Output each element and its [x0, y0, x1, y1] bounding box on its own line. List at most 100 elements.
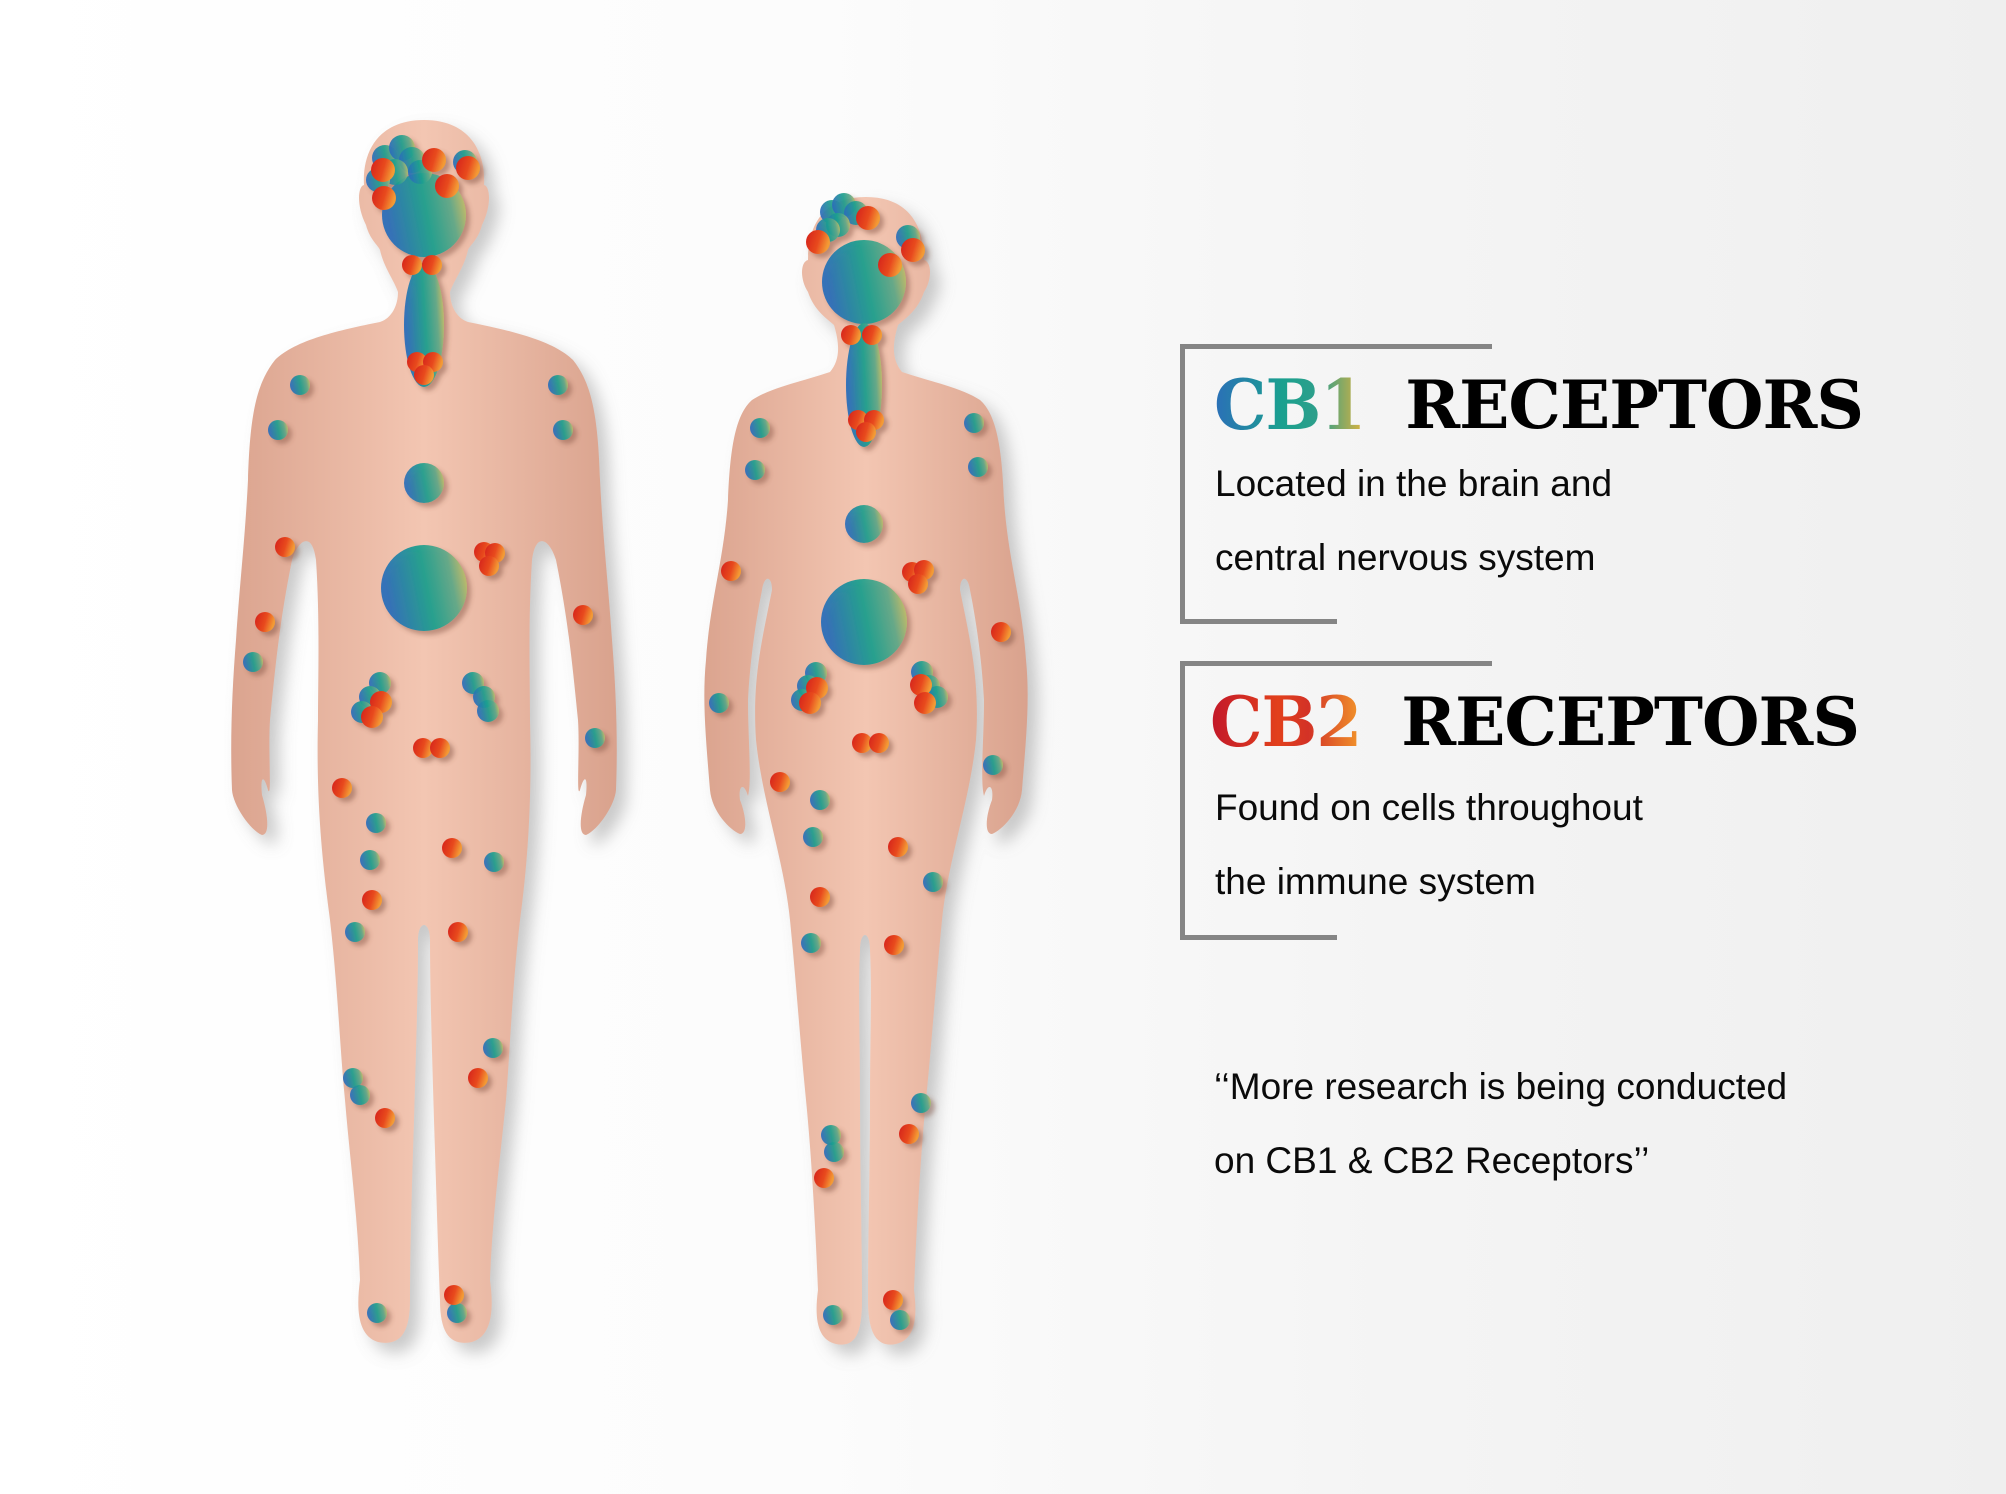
cb2-receptor-dot [991, 622, 1011, 642]
cb1-receptor-dot [810, 790, 830, 810]
cb2-receptor-dot [856, 422, 876, 442]
cb1-receptor-dot [745, 460, 765, 480]
cb2-receptor-dot [883, 1290, 903, 1310]
cb1-receptor-dot [345, 922, 365, 942]
cb1-receptor-dot [845, 505, 883, 543]
cb2-receptor-dot [862, 325, 882, 345]
cb1-organ-circle [822, 240, 906, 324]
cb1-receptor-dot [360, 850, 380, 870]
cb2-receptor-dot [362, 890, 382, 910]
cb2-receptor-dot [814, 1168, 834, 1188]
cb1-receptor-dot [824, 1142, 844, 1162]
cb2-receptor-dot [413, 738, 433, 758]
cb2-description-line1: Found on cells throughout [1215, 787, 1643, 828]
cb2-receptor-dot [422, 255, 442, 275]
cb1-receptor-dot [709, 693, 729, 713]
cb2-receptor-dot [430, 738, 450, 758]
cb2-receptor-dot [442, 838, 462, 858]
cb1-receptor-dot [290, 375, 310, 395]
cb2-receptor-dot [361, 706, 383, 728]
cb1-receptor-dot [553, 420, 573, 440]
cb2-receptor-dot [444, 1285, 464, 1305]
cb2-receptor-dot [414, 365, 434, 385]
cb2-receptor-dot [573, 605, 593, 625]
cb1-title: CB1 RECEPTORS [1214, 364, 1864, 446]
cb1-receptor-dot [964, 413, 984, 433]
research-note-line1: ‘‘More research is being conducted [1214, 1066, 1788, 1107]
cb1-receptor-dot [983, 755, 1003, 775]
cb2-receptor-dot [869, 733, 889, 753]
cb2-receptor-dot [910, 674, 932, 696]
cb2-receptor-dot [372, 186, 396, 210]
cb1-tag: CB1 [1214, 364, 1366, 446]
cb2-receptor-dot [799, 692, 821, 714]
cb1-receptor-dot [823, 1305, 843, 1325]
cb1-receptor-dot [484, 852, 504, 872]
cb1-organ-circle [821, 579, 907, 665]
cb1-receptor-dot [821, 1125, 841, 1145]
cb1-frame-bottom-line [1180, 619, 1337, 624]
cb2-receptor-dot [810, 887, 830, 907]
cb2-frame-top-line [1180, 661, 1492, 666]
cb2-receptor-dot [479, 556, 499, 576]
cb2-receptor-dot [448, 922, 468, 942]
cb2-receptor-dot [878, 253, 902, 277]
cb2-receptor-dot [806, 230, 830, 254]
cb2-receptor-dot [275, 537, 295, 557]
cb1-description-line1: Located in the brain and [1215, 463, 1613, 504]
cb2-receptor-dot [375, 1108, 395, 1128]
cb1-receptor-dot [483, 1038, 503, 1058]
cb2-receptor-dot [422, 148, 446, 172]
cb1-receptor-dot [803, 827, 823, 847]
research-note-line2: on CB1 & CB2 Receptors’’ [1214, 1140, 1650, 1181]
cb2-receptor-dot [852, 733, 872, 753]
cb1-receptor-dot [585, 728, 605, 748]
female-figure [704, 197, 1028, 1345]
cb1-receptor-dot [367, 1303, 387, 1323]
cb1-receptors-word: RECEPTORS [1405, 366, 1864, 444]
cb2-receptor-dot [255, 612, 275, 632]
receptor-dots [243, 135, 1011, 1330]
female-silhouette [704, 197, 1028, 1345]
cb2-receptor-dot [456, 156, 480, 180]
cb2-receptor-dot [770, 772, 790, 792]
cb2-receptors-word: RECEPTORS [1401, 683, 1860, 761]
cb2-tag: CB2 [1210, 681, 1362, 763]
cb2-receptor-dot [468, 1068, 488, 1088]
cb1-receptor-dot [447, 1303, 467, 1323]
cb1-frame-top-line [1180, 344, 1492, 349]
cb1-receptor-dot [801, 933, 821, 953]
cb2-receptor-dot [841, 325, 861, 345]
cb1-frame-left-line [1180, 344, 1185, 623]
female-figure-receptors [709, 193, 1011, 1330]
cb2-receptor-dot [721, 561, 741, 581]
cb1-receptor-dot [268, 420, 288, 440]
cb2-description-line2: the immune system [1215, 861, 1536, 902]
cb1-receptor-dot [890, 1310, 910, 1330]
cb2-frame-bottom-line [1180, 935, 1337, 940]
cb2-receptor-dot [435, 174, 459, 198]
cb2-receptor-dot [888, 837, 908, 857]
cb1-receptor-dot [366, 813, 386, 833]
male-silhouette [231, 120, 617, 1343]
cb1-receptor-dot [750, 418, 770, 438]
cb2-receptor-dot [371, 158, 395, 182]
cb2-receptor-dot [884, 935, 904, 955]
cb1-receptor-dot [404, 463, 444, 503]
cb2-receptor-dot [856, 206, 880, 230]
cb2-receptor-dot [914, 692, 936, 714]
male-figure [231, 120, 617, 1343]
cb1-receptor-dot [911, 1093, 931, 1113]
cb1-description-line2: central nervous system [1215, 537, 1596, 578]
cb1-receptor-dot [477, 700, 499, 722]
cb2-receptor-dot [332, 778, 352, 798]
cb1-receptor-dot [243, 652, 263, 672]
cb1-receptor-dot [968, 457, 988, 477]
cb1-receptor-dot [548, 375, 568, 395]
cb1-receptor-dot [923, 872, 943, 892]
cb2-receptor-dot [402, 255, 422, 275]
cb2-frame-left-line [1180, 661, 1185, 940]
cb2-receptor-dot [908, 574, 928, 594]
cb1-receptor-dot [343, 1068, 363, 1088]
